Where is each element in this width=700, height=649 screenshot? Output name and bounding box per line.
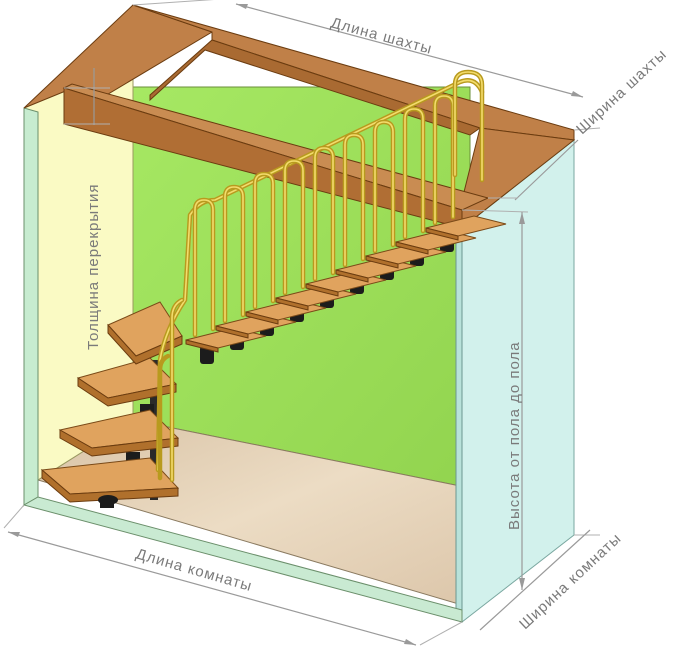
room-width-line	[479, 529, 591, 631]
baluster-highlight	[284, 160, 304, 294]
lower-newel-highlight	[171, 299, 183, 481]
baluster-highlight	[374, 121, 394, 252]
room-length-line	[7, 531, 417, 646]
shaft-width-line	[514, 139, 579, 201]
lower-rail-post	[157, 353, 171, 481]
shaft-length-line	[235, 3, 584, 98]
floor-edge	[22, 496, 463, 623]
baluster-highlight	[224, 186, 244, 322]
shaft-width-label: Ширина шахты	[573, 46, 670, 138]
winder-tread-edge	[59, 429, 179, 457]
stair-tread-edge	[245, 311, 279, 325]
baluster-highlight	[194, 199, 214, 336]
floor-to-floor-label: Высота от пола до пола	[506, 341, 523, 530]
stair-tread-edge	[215, 325, 249, 339]
top-newel-highlight	[454, 71, 483, 181]
dimension-lines	[3, 0, 601, 646]
slab-thickness-label: Толщина перекрытия	[85, 184, 102, 350]
winder-tread-edge	[107, 323, 183, 365]
stair-tread-edge	[275, 297, 309, 311]
baluster-highlight	[314, 147, 334, 280]
shaft-length-label: Длина шахты	[329, 14, 434, 57]
right-wall-edge	[455, 223, 463, 623]
baluster-highlight	[404, 108, 424, 238]
baluster-highlight	[344, 134, 364, 266]
baluster-highlight	[434, 95, 454, 224]
base-foot	[98, 495, 118, 505]
stair-tread-edge	[395, 241, 429, 255]
handrail-highlight	[157, 79, 483, 471]
stair-tread-edge	[335, 269, 369, 283]
stair-tread-edge	[305, 283, 339, 297]
stair-tread-edge	[185, 339, 219, 353]
left-wall-edge	[23, 107, 39, 506]
winder-tread-edge	[77, 377, 177, 407]
winder-tread-edge	[41, 468, 179, 503]
baluster-highlight	[254, 173, 274, 308]
stair-tread-edge	[425, 227, 459, 241]
staircase	[40, 69, 507, 508]
stair-tread-edge	[365, 255, 399, 269]
